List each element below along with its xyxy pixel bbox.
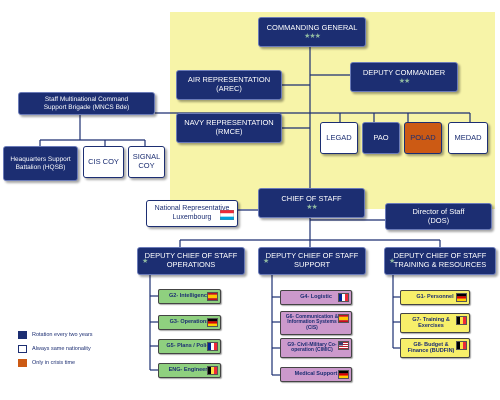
three-star-icon: ★★★ (304, 33, 321, 41)
chief-of-staff-title: CHIEF OF STAFF (281, 193, 342, 203)
sup-item-label: G9- Civil-Military Co-operation (CIMIC) (287, 341, 337, 353)
belgium-flag-icon (456, 316, 467, 325)
spain-flag-icon (207, 292, 218, 301)
sup-item-g6: G6- Communication & Information Systems … (280, 311, 352, 335)
deputy-commander-title: DEPUTY COMMANDER (362, 67, 446, 77)
legend-crisis-label: Only in crisis time (32, 360, 76, 366)
ops-item-label: G3- Operations (169, 319, 210, 326)
national-representative-box: National Representative Luxembourg (146, 200, 238, 227)
tr-item-g1: G1- Personnel (400, 290, 470, 305)
deputy-commander-box: DEPUTY COMMANDER ★★ (350, 62, 458, 92)
ops-item-g3: G3- Operations (158, 315, 221, 330)
usa-flag-icon (338, 341, 349, 350)
polad-box: POLAD (404, 122, 442, 154)
germany-flag-icon (338, 370, 349, 379)
legend-same-nationality-swatch (18, 345, 27, 353)
dcos-tr-line2: TRAINING & RESOURCES (393, 260, 487, 269)
navy-rep-line2: (RMCE) (215, 127, 243, 136)
legend-crisis-swatch (18, 359, 27, 367)
legend-same-nationality-label: Always same nationality (32, 346, 91, 352)
commanding-general-box: COMMANDING GENERAL ★★★ (258, 17, 366, 47)
director-of-staff-line1: Director of Staff (412, 206, 465, 216)
germany-flag-icon (207, 318, 218, 327)
tr-item-g7: G7- Training & Exercises (400, 313, 470, 333)
national-rep-line1: National Representative (154, 205, 230, 213)
mncs-brigade-box: Staff Multinational Command Support Brig… (18, 92, 155, 115)
sup-item-medical: Medical Support (280, 367, 352, 382)
navy-rep-line1: NAVY REPRESENTATION (184, 118, 274, 128)
hqsb-box: Heaquarters Support Battalion (HQSB) (3, 146, 78, 181)
signal-coy-box: SIGNAL COY (128, 146, 165, 178)
one-star-icon: ★ (389, 258, 396, 265)
two-star-icon: ★★ (306, 204, 318, 212)
director-of-staff-line2: (DOS) (427, 215, 450, 225)
signal-coy-line2: COY (138, 161, 155, 170)
dcos-sup-line1: DEPUTY CHIEF OF STAFF (265, 251, 359, 261)
cis-coy-box: CIS COY (83, 146, 124, 178)
medad-label: MEDAD (454, 132, 482, 142)
air-rep-line1: AIR REPRESENTATION (187, 75, 271, 85)
sup-item-label: Medical Support (294, 371, 338, 378)
legend-rotation-swatch (18, 331, 27, 339)
ops-item-g5: G5- Plans / Policy (158, 339, 221, 354)
air-representation-box: AIR REPRESENTATION (AREC) (176, 70, 282, 100)
air-rep-line2: (AREC) (216, 84, 242, 93)
dcos-operations-box: ★ DEPUTY CHIEF OF STAFF OPERATIONS (137, 247, 245, 275)
tr-item-label: G8- Budget & Finance (BUDFIN) (407, 341, 455, 354)
chief-of-staff-box: CHIEF OF STAFF ★★ (258, 188, 365, 218)
sup-item-g9: G9- Civil-Military Co-operation (CIMIC) (280, 338, 352, 358)
dcos-ops-line2: OPERATIONS (166, 260, 216, 269)
ops-item-label: G5- Plans / Policy (166, 343, 213, 350)
legad-label: LEGAD (326, 132, 352, 142)
director-of-staff-box: Director of Staff (DOS) (385, 203, 492, 230)
one-star-icon: ★ (142, 258, 149, 265)
two-star-icon: ★★ (398, 78, 411, 86)
polad-label: POLAD (410, 132, 436, 142)
mncs-line1: Staff Multinational Command (44, 96, 129, 104)
dcos-training-box: ★ DEPUTY CHIEF OF STAFF TRAINING & RESOU… (384, 247, 496, 275)
luxembourg-flag-icon (220, 210, 234, 220)
dcos-sup-line2: SUPPORT (293, 260, 331, 269)
cis-coy-label: CIS COY (88, 156, 119, 166)
tr-item-label: G7- Training & Exercises (412, 316, 450, 329)
commanding-general-title: COMMANDING GENERAL (266, 22, 358, 32)
belgium-flag-icon (207, 366, 218, 375)
germany-flag-icon (456, 293, 467, 302)
sup-item-g4: G4- Logistic (280, 290, 352, 305)
ops-item-eng: ENG- Engineers (158, 363, 221, 378)
tr-item-label: G1- Personnel (416, 294, 454, 301)
hqsb-line1: Heaquarters Support (10, 156, 71, 164)
sup-item-label: G6- Communication & Information Systems … (285, 313, 339, 331)
ops-item-g2: G2- Intelligence (158, 289, 221, 304)
france-flag-icon (207, 342, 218, 351)
dcos-support-box: ★ DEPUTY CHIEF OF STAFF SUPPORT (258, 247, 366, 275)
mncs-line2: Support Brigade (MNCS Bde) (43, 103, 130, 111)
one-star-icon: ★ (263, 258, 270, 265)
pao-label: PAO (373, 132, 389, 142)
pao-box: PAO (362, 122, 400, 154)
france-flag-icon (338, 293, 349, 302)
national-rep-line2: Luxembourg (172, 213, 212, 221)
legend-rotation-label: Rotation every two years (32, 332, 93, 338)
signal-coy-line1: SIGNAL (132, 152, 161, 162)
ops-item-label: G2- Intelligence (169, 293, 210, 300)
dcos-tr-line1: DEPUTY CHIEF OF STAFF (393, 251, 487, 261)
dcos-ops-line1: DEPUTY CHIEF OF STAFF (144, 251, 238, 261)
hqsb-line2: Battalion (HQSB) (15, 163, 66, 171)
navy-representation-box: NAVY REPRESENTATION (RMCE) (176, 113, 282, 143)
tr-item-g8: G8- Budget & Finance (BUDFIN) (400, 338, 470, 358)
ops-item-label: ENG- Engineers (168, 367, 211, 374)
sup-item-label: G4- Logistic (300, 294, 332, 301)
spain-flag-icon (338, 314, 349, 323)
belgium-flag-icon (456, 341, 467, 350)
medad-box: MEDAD (448, 122, 488, 154)
legad-box: LEGAD (320, 122, 358, 154)
